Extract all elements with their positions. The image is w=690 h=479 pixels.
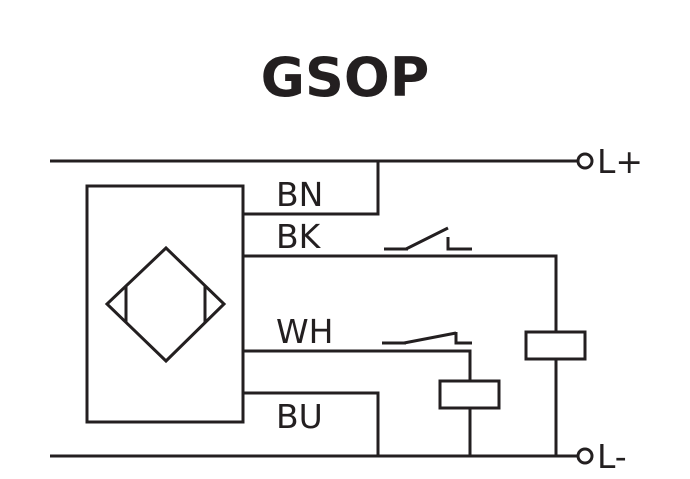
terminal-circle-icon: [576, 447, 594, 465]
wire-label-bk: BK: [276, 217, 322, 256]
wire-wh: [243, 349, 472, 456]
load-icon: [438, 379, 501, 410]
wire-bk: [243, 254, 558, 456]
diagram-title: GSOP: [261, 46, 430, 109]
wire-label-bn: BN: [276, 175, 323, 214]
wire-label-bu: BU: [276, 397, 323, 436]
wire-label-wh: WH: [276, 312, 333, 351]
wire-bn: [243, 161, 380, 216]
wire-bu: [243, 391, 380, 456]
normally-open-contact-icon: [384, 226, 472, 251]
sensor-body: [85, 184, 245, 424]
load-icon: [524, 330, 587, 361]
terminal-label-negative: L-: [597, 437, 627, 476]
normally-open-contact-icon: [382, 331, 472, 345]
terminal-label-positive: L+: [597, 142, 643, 181]
terminal-circle-icon: [576, 152, 594, 170]
inductive-sensor-icon: [104, 245, 227, 364]
